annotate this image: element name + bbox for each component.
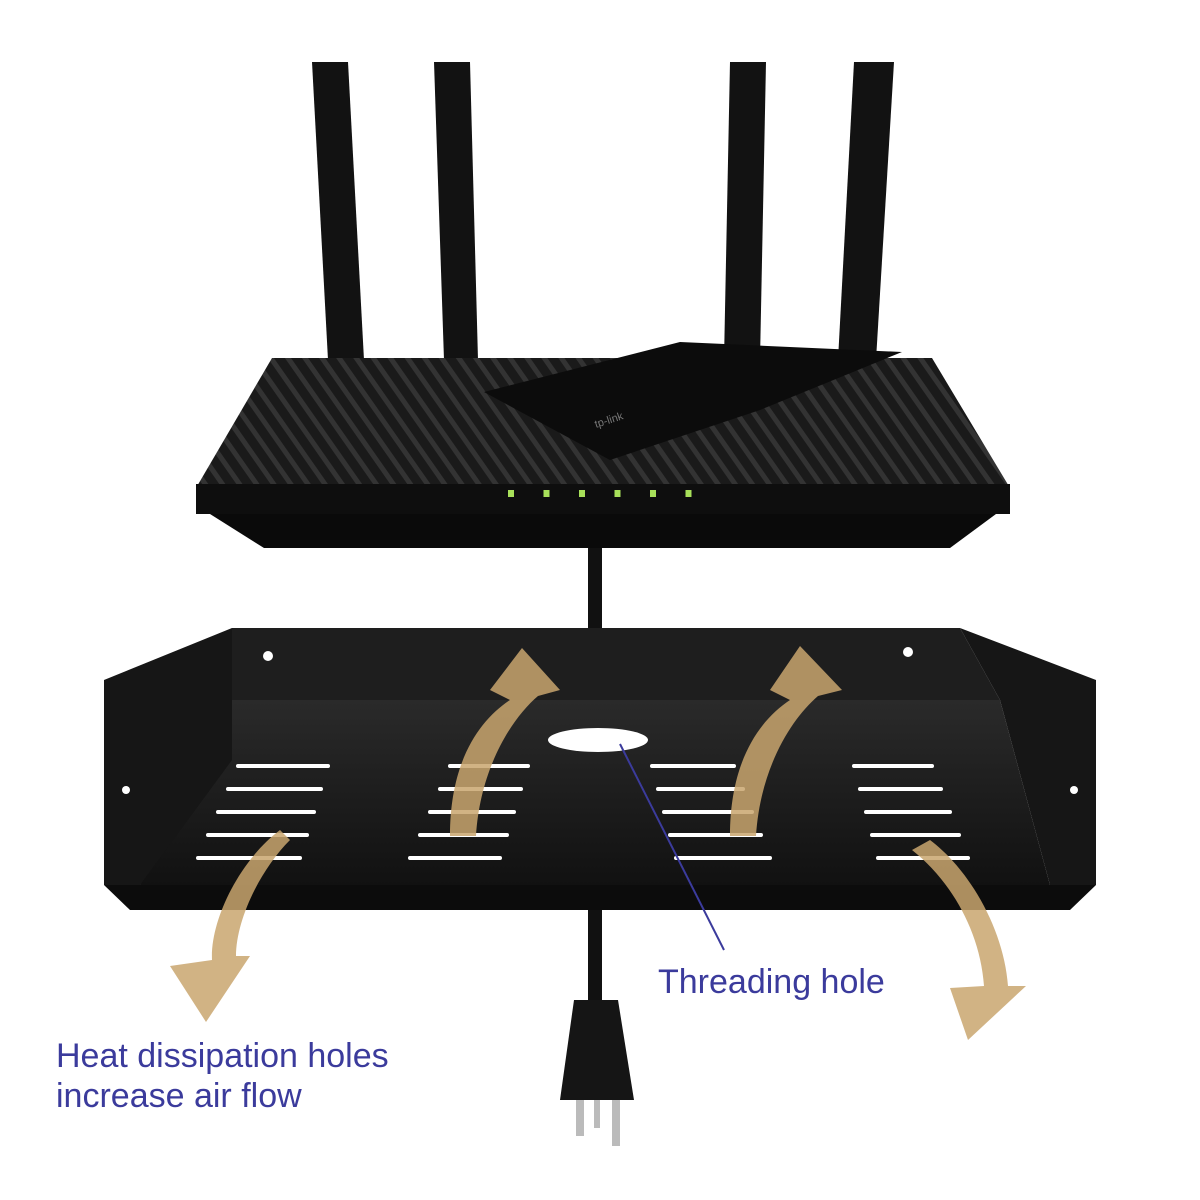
threading-hole-label: Threading hole bbox=[658, 963, 885, 1001]
heat-slot bbox=[858, 787, 943, 791]
heat-slot bbox=[216, 810, 316, 814]
arrow-up-icon bbox=[730, 646, 842, 836]
heat-slot bbox=[870, 833, 961, 837]
heat-slot bbox=[656, 787, 745, 791]
heat-label-line2: increase air flow bbox=[56, 1077, 302, 1115]
status-led bbox=[685, 490, 692, 497]
heat-label-line1: Heat dissipation holes bbox=[56, 1037, 389, 1075]
heat-slot bbox=[226, 787, 323, 791]
heat-slot bbox=[864, 810, 952, 814]
status-leds bbox=[508, 490, 692, 497]
arrow-up-icon bbox=[450, 648, 560, 836]
arrow-down-icon bbox=[912, 840, 1026, 1040]
power-plug bbox=[560, 1000, 634, 1146]
router-antennas bbox=[312, 62, 894, 360]
heat-slot bbox=[852, 764, 934, 768]
heat-slot bbox=[408, 856, 502, 860]
threading-hole-pointer bbox=[619, 743, 725, 951]
status-led bbox=[614, 490, 621, 497]
heat-slot bbox=[674, 856, 772, 860]
threading-hole bbox=[548, 728, 648, 752]
heat-dissipation-label: Heat dissipation holes increase air flow bbox=[56, 1036, 389, 1116]
arrow-down-icon bbox=[170, 830, 290, 1022]
airflow-arrows bbox=[170, 646, 1026, 1040]
status-led bbox=[543, 490, 550, 497]
router: tp-link bbox=[196, 342, 1010, 548]
status-led bbox=[579, 490, 585, 497]
status-led bbox=[650, 490, 656, 497]
heat-slot bbox=[206, 833, 309, 837]
heat-slot bbox=[650, 764, 736, 768]
heat-slot bbox=[196, 856, 302, 860]
status-led bbox=[508, 490, 514, 497]
heat-slot bbox=[236, 764, 330, 768]
